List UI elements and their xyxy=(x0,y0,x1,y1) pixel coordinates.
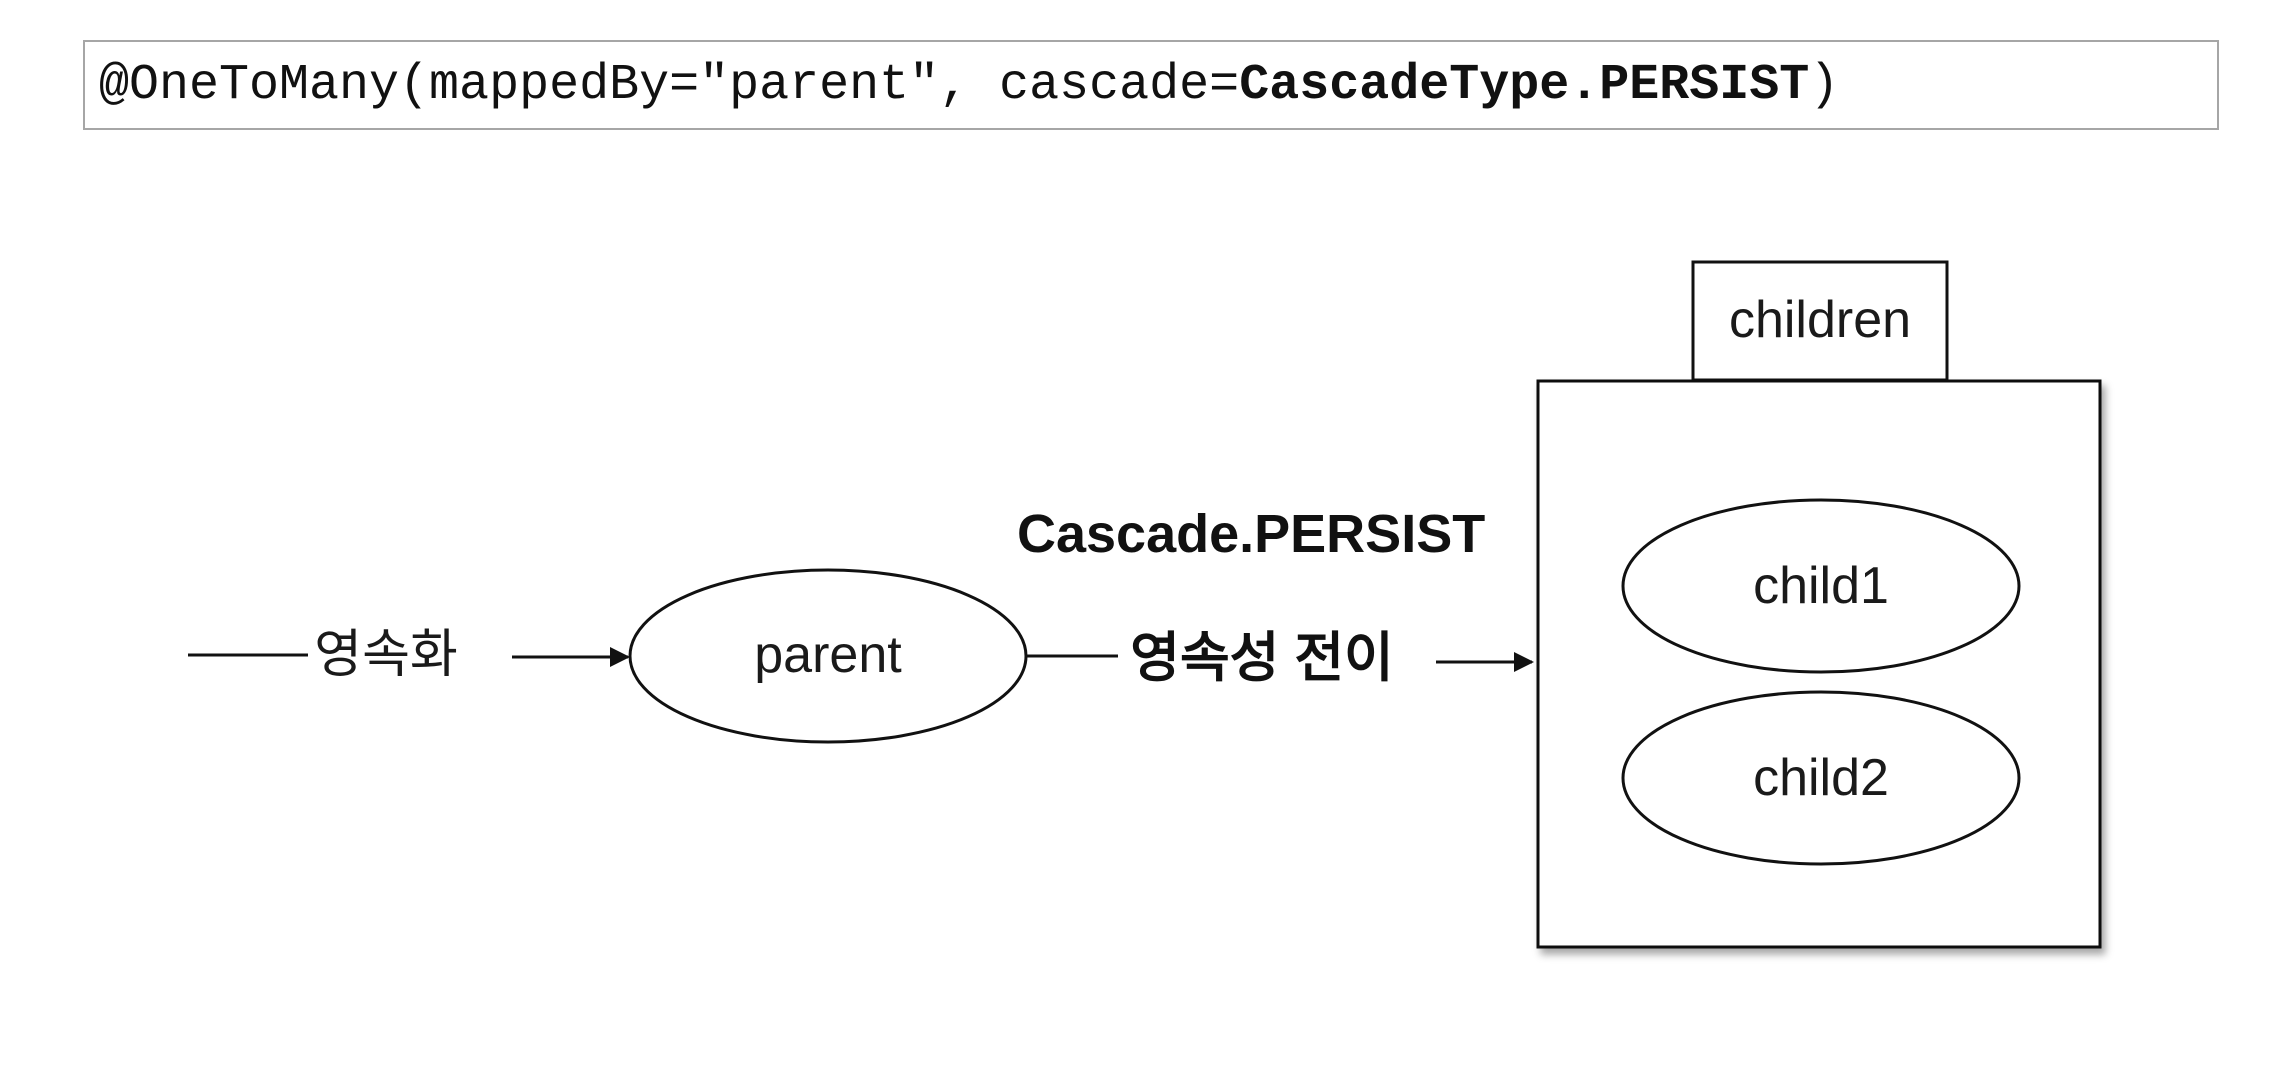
code-cascade-value: CascadeType.PERSIST xyxy=(1239,56,1810,114)
parent-label: parent xyxy=(754,626,902,684)
code-prefix: @OneToMany(mappedBy="parent", cascade= xyxy=(99,56,1240,114)
code-suffix: ) xyxy=(1809,56,1840,114)
transition-label: 영속성 전이 xyxy=(1130,628,1393,688)
child1-label: child1 xyxy=(1753,557,1889,615)
children-label: children xyxy=(1729,291,1911,349)
child2-node xyxy=(1621,690,2021,866)
persist-label: 영속화 xyxy=(314,626,458,684)
child1-node xyxy=(1621,498,2021,674)
cascade-persist-label: Cascade.PERSIST xyxy=(1017,504,1485,564)
child2-label: child2 xyxy=(1753,749,1889,807)
annotation-code: @OneToMany(mappedBy="parent", cascade=Ca… xyxy=(83,40,2219,130)
